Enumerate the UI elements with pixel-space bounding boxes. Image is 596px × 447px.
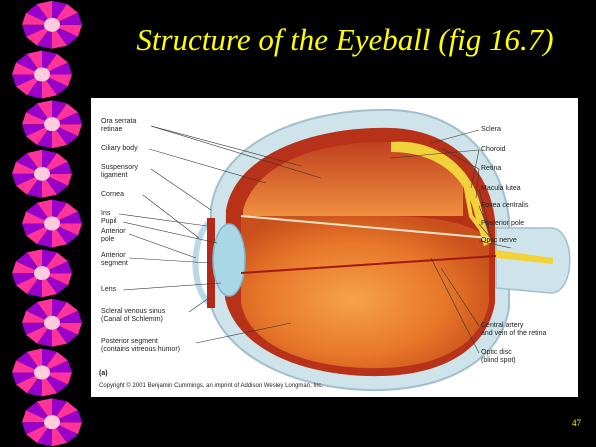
ribbon-fan [22, 1, 82, 49]
label-sclera: Sclera [481, 126, 501, 134]
ribbon-fan [22, 200, 82, 248]
label-ora-serrata: Ora serrata retinae [101, 118, 136, 134]
label-iris: Iris [101, 210, 110, 218]
label-fovea-centralis: Fovea centralis [481, 202, 528, 210]
decorative-ribbon [0, 0, 90, 447]
ribbon-fan [22, 100, 82, 148]
lens-shape [213, 224, 245, 296]
label-cornea: Cornea [101, 191, 124, 199]
ribbon-fan [12, 349, 72, 397]
label-suspensory-ligament: Suspensory ligament [101, 164, 138, 180]
label-scleral-venous-sinus: Scleral venous sinus (Canal of Schlemm) [101, 308, 165, 324]
label-anterior-segment: Anterior segment [101, 252, 128, 268]
label-anterior-pole: Anterior pole [101, 228, 126, 244]
eyeball-figure: Ora serrata retinae Ciliary body Suspens… [91, 98, 578, 397]
label-macula-lutea: Macula lutea [481, 185, 521, 193]
ribbon-fan [12, 150, 72, 198]
label-posterior-segment: Posterior segment (contains vitreous hum… [101, 338, 180, 354]
ribbon-fan [12, 249, 72, 297]
label-central-artery: Central artery and vein of the retina [481, 322, 546, 338]
label-posterior-pole: Posterior pole [481, 220, 524, 228]
label-lens: Lens [101, 286, 116, 294]
label-optic-disc: Optic disc (blind spot) [481, 349, 516, 365]
page-number: 47 [572, 418, 581, 428]
ribbon-fan [22, 299, 82, 347]
vitreous-shape [241, 216, 489, 368]
label-ciliary-body: Ciliary body [101, 145, 138, 153]
panel-label: (a) [99, 370, 108, 378]
ribbon-fan [22, 398, 82, 446]
label-pupil: Pupil [101, 218, 117, 226]
ribbon-fan [12, 51, 72, 99]
copyright-notice: Copyright © 2001 Benjamin Cummings, an i… [99, 382, 323, 390]
label-optic-nerve: Optic nerve [481, 237, 517, 245]
label-choroid: Choroid [481, 146, 506, 154]
label-retina: Retina [481, 165, 501, 173]
slide-title: Structure of the Eyeball (fig 16.7) [98, 22, 592, 58]
